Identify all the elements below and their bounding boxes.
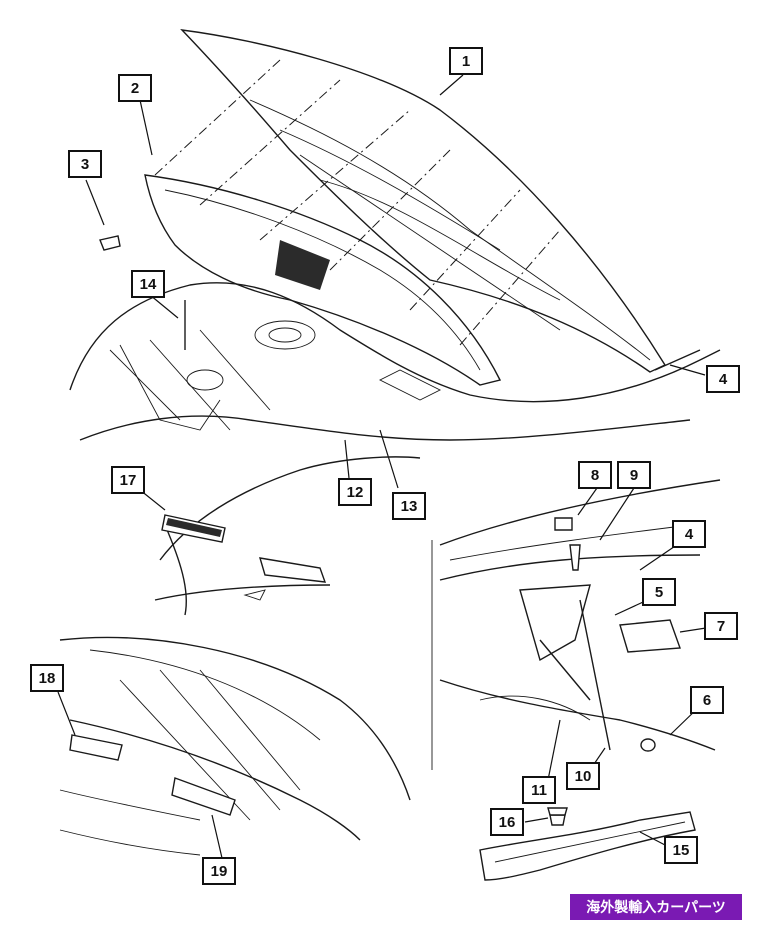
callout-15: 15 [664, 836, 698, 864]
callout-13: 13 [392, 492, 426, 520]
main-hood-view [69, 29, 721, 489]
watermark-badge: 海外製輸入カーパーツ [570, 894, 742, 920]
callout-11: 11 [522, 776, 556, 804]
callout-17: 17 [111, 466, 145, 494]
callout-6: 6 [690, 686, 724, 714]
underside-detail-view [57, 636, 411, 859]
callout-19: 19 [202, 857, 236, 885]
callout-3: 3 [68, 150, 102, 178]
callout-16: 16 [490, 808, 524, 836]
callout-7: 7 [704, 612, 738, 640]
callout-4: 4 [706, 365, 740, 393]
callout-12: 12 [338, 478, 372, 506]
callout-8: 8 [578, 461, 612, 489]
hinge-detail-view [439, 479, 721, 781]
hood-scoop-view [139, 456, 421, 616]
callout-18: 18 [30, 664, 64, 692]
cowl-seal-view [479, 807, 696, 881]
push-pin-part-3 [99, 235, 121, 251]
callout-14: 14 [131, 270, 165, 298]
callout-5: 5 [642, 578, 676, 606]
callout-4b: 4 [672, 520, 706, 548]
hood-panel [180, 29, 667, 373]
callout-2: 2 [118, 74, 152, 102]
callout-1: 1 [449, 47, 483, 75]
callout-10: 10 [566, 762, 600, 790]
callout-9: 9 [617, 461, 651, 489]
